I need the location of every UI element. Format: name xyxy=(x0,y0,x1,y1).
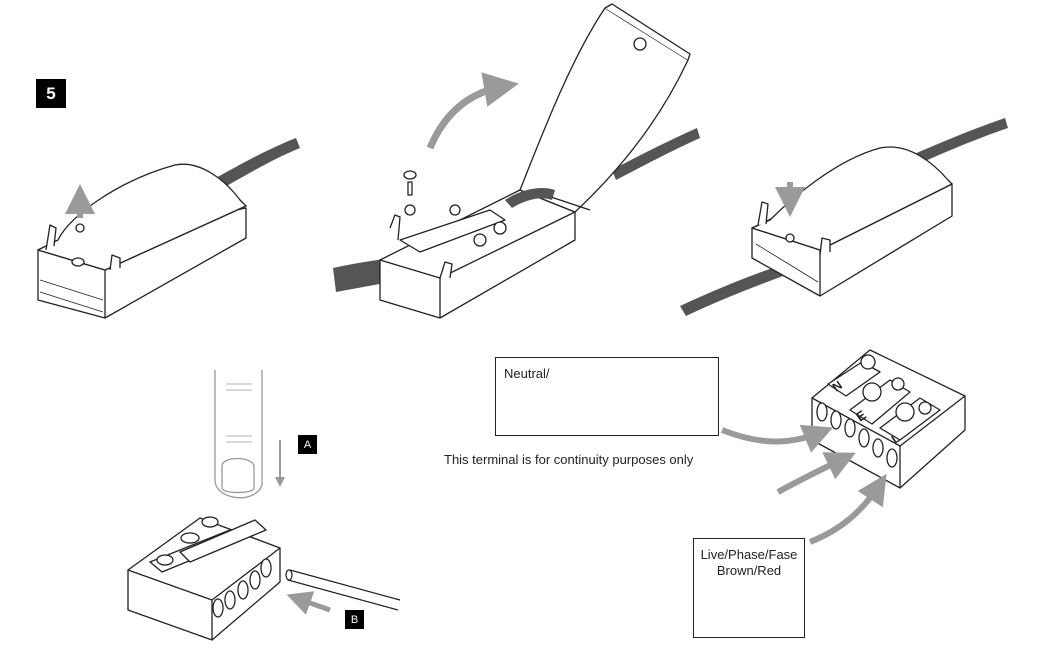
junction-box-closed-left xyxy=(37,138,300,319)
step-number-badge: 5 xyxy=(36,79,66,108)
junction-box-closed-right xyxy=(680,118,1008,316)
terminal-block-right xyxy=(811,349,966,489)
junction-box-open-center xyxy=(333,3,700,319)
wire-brown xyxy=(505,188,555,208)
finger-press xyxy=(214,370,263,499)
cable-right-top xyxy=(905,118,1008,168)
label-b: B xyxy=(345,610,364,629)
label-a: A xyxy=(298,435,317,454)
wire-strip xyxy=(285,569,401,611)
neutral-label: Neutral/ xyxy=(504,366,550,381)
live-callout-box: Live/Phase/Fase Brown/Red xyxy=(693,538,805,638)
arrow-lid-open xyxy=(426,72,519,150)
cable-center-right xyxy=(612,128,700,180)
neutral-callout-box: Neutral/ xyxy=(495,357,719,436)
live-label-line2: Brown/Red xyxy=(716,563,782,578)
arrow-earth xyxy=(776,452,856,495)
terminal-block-left xyxy=(127,516,281,641)
arrow-neutral xyxy=(720,424,834,453)
arrow-live xyxy=(808,473,887,545)
continuity-caption: This terminal is for continuity purposes… xyxy=(444,452,694,467)
live-label-line1: Live/Phase/Fase xyxy=(700,547,798,562)
cable-right-bottom xyxy=(680,262,794,316)
arrow-left-b xyxy=(286,591,331,615)
